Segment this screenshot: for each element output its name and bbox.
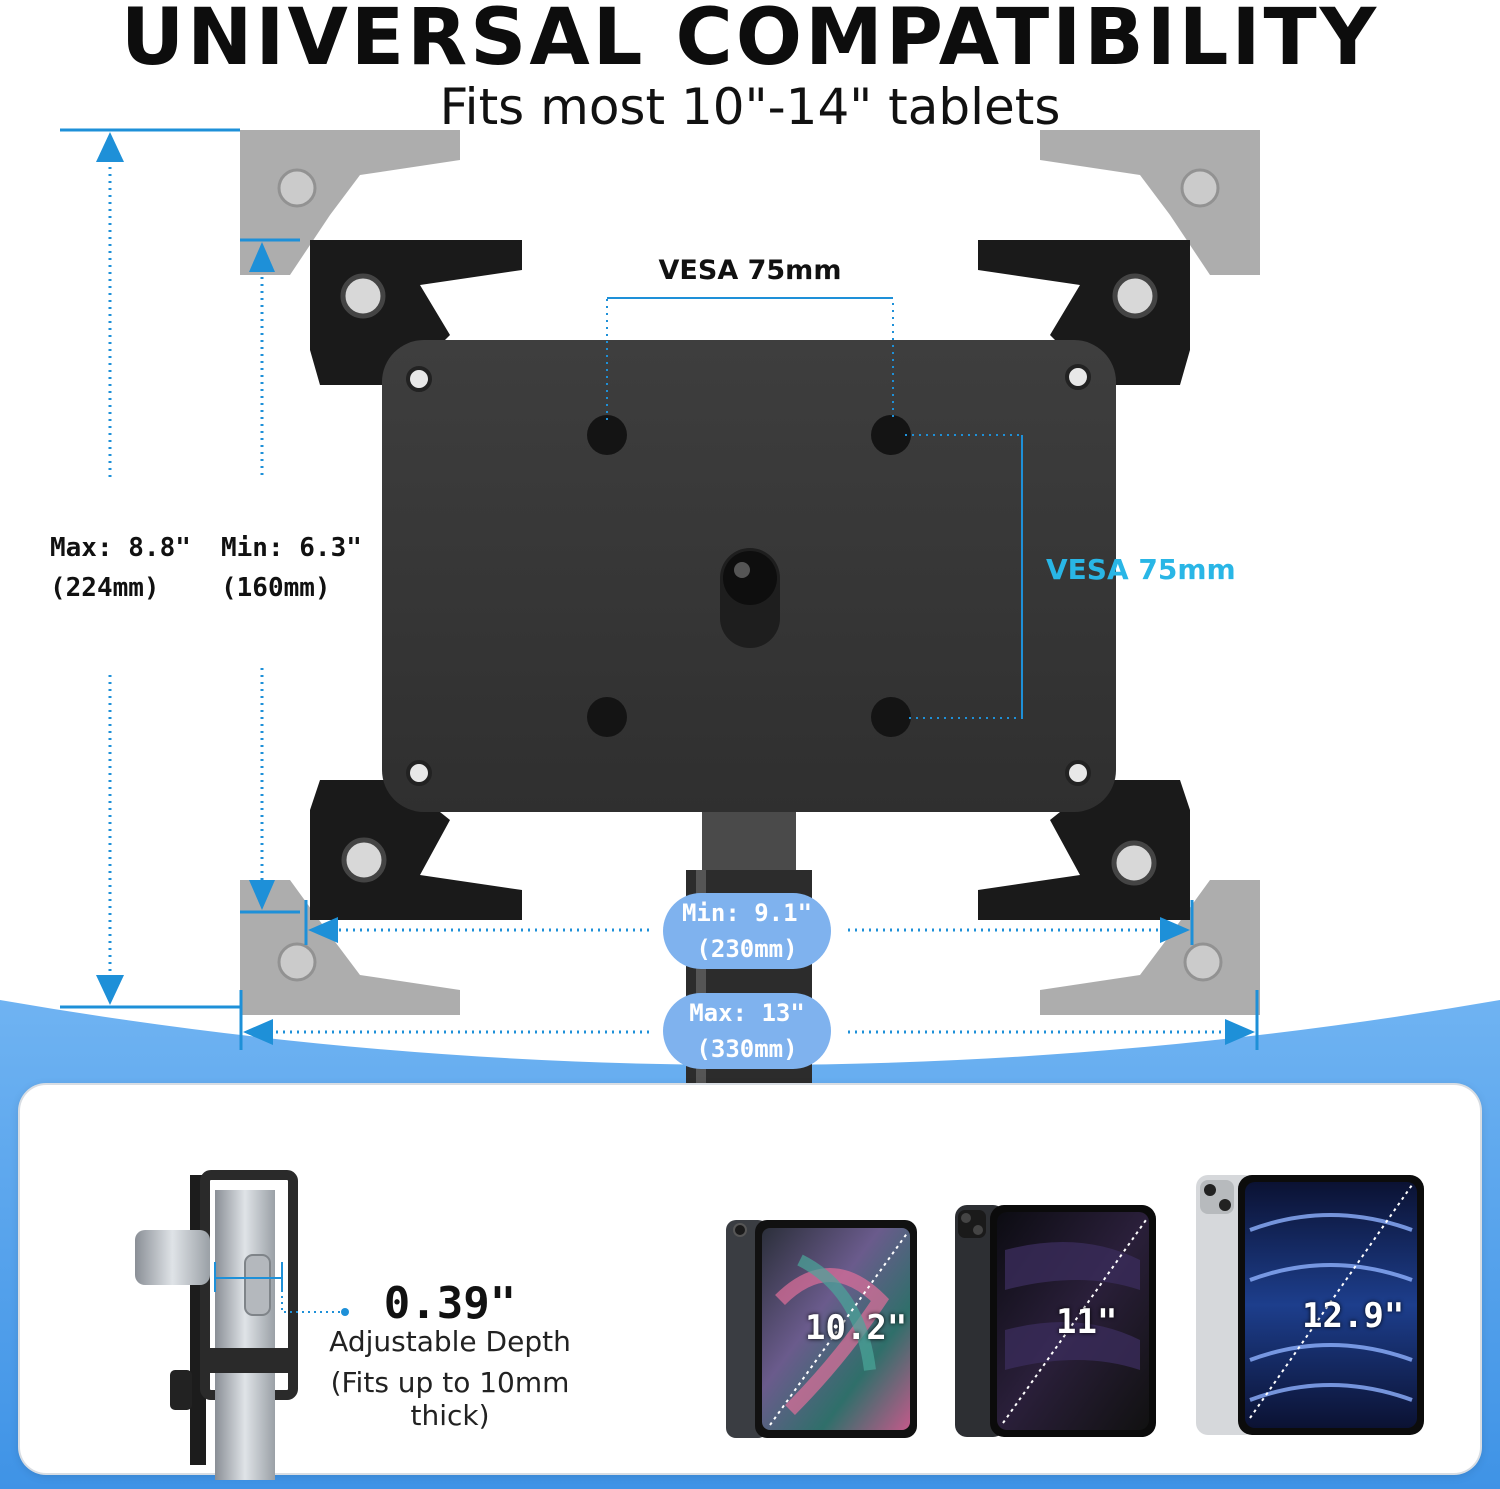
width-arrowheads <box>243 917 1255 1045</box>
mount-plate <box>382 340 1116 812</box>
width-max-mm: (330mm) <box>696 1035 798 1063</box>
tablet-size-label: 10.2" <box>805 1308 908 1348</box>
height-min-label: Min: 6.3" (160mm) <box>221 528 362 608</box>
depth-label: Adjustable Depth <box>329 1325 571 1358</box>
tablet-size-label: 12.9" <box>1302 1296 1405 1336</box>
tablet-12-9-illustration <box>1196 1175 1424 1435</box>
height-min-inches: Min: 6.3" <box>221 533 362 563</box>
width-min-mm: (230mm) <box>696 935 798 963</box>
tablet-10-2-illustration <box>726 1220 917 1438</box>
min-arms <box>310 240 1190 920</box>
vesa-guide-lines <box>606 297 1023 719</box>
height-min-mm: (160mm) <box>221 573 331 603</box>
height-arrowheads <box>96 132 275 1005</box>
depth-value: 0.39" <box>383 1278 517 1329</box>
vesa-horizontal-label: VESA 75mm <box>658 255 842 286</box>
width-dimension-lines <box>239 900 1259 1050</box>
depth-note: (Fits up to 10mm thick) <box>330 1366 570 1432</box>
width-max-badge: Max: 13" (330mm) <box>663 993 831 1069</box>
vesa-vertical-label: VESA 75mm <box>1046 553 1236 586</box>
width-min-inches: Min: 9.1" <box>681 899 813 927</box>
height-max-label: Max: 8.8" (224mm) <box>50 528 191 608</box>
page-subtitle: Fits most 10"-14" tablets <box>439 78 1061 136</box>
width-min-badge: Min: 9.1" (230mm) <box>663 893 831 969</box>
tablet-11-illustration <box>955 1205 1156 1437</box>
height-max-inches: Max: 8.8" <box>50 533 191 563</box>
depth-clamp-illustration <box>135 1170 349 1480</box>
height-max-mm: (224mm) <box>50 573 160 603</box>
width-max-inches: Max: 13" <box>689 999 805 1027</box>
page-title: UNIVERSAL COMPATIBILITY <box>120 0 1380 83</box>
height-dimension-lines <box>60 128 300 1009</box>
tablet-size-label: 11" <box>1056 1302 1118 1342</box>
